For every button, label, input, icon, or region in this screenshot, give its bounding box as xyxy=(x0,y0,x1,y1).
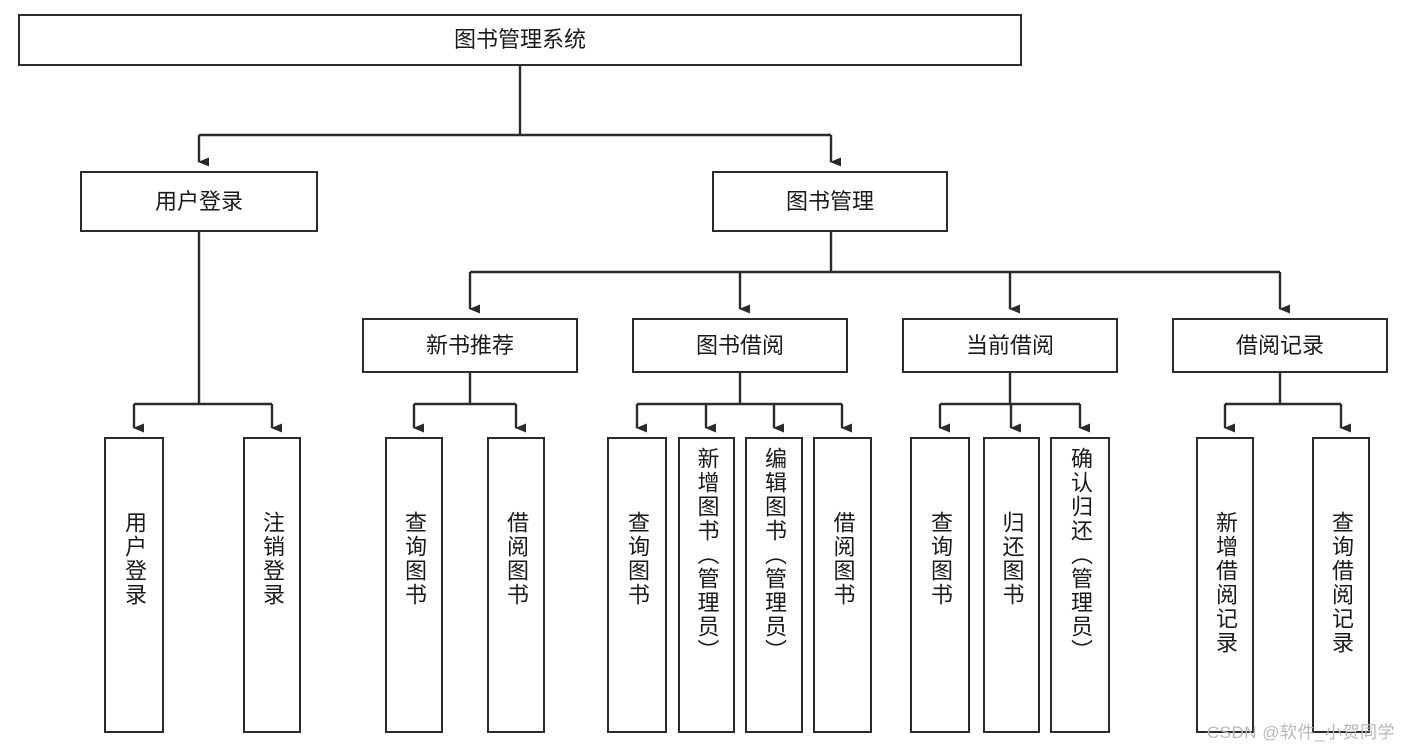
node-leaf-user-login[interactable]: 用户登录 xyxy=(104,437,164,733)
node-book-management[interactable]: 图书管理 xyxy=(712,171,948,232)
node-label: 图书管理 xyxy=(785,188,874,214)
node-leaf-query-book-borrow[interactable]: 查询图书 xyxy=(607,437,667,733)
node-leaf-borrow-book-recommend[interactable]: 借阅图书 xyxy=(487,437,545,733)
node-label: 借阅图书 xyxy=(504,511,529,607)
node-label: 新增借阅记录 xyxy=(1213,511,1238,655)
node-leaf-query-borrow-record[interactable]: 查询借阅记录 xyxy=(1312,437,1370,733)
node-leaf-return-book[interactable]: 归还图书 xyxy=(983,437,1040,733)
node-label: 查询图书 xyxy=(625,511,650,607)
node-leaf-edit-book-admin[interactable]: 编辑图书（管理员） xyxy=(745,437,803,733)
node-user-login[interactable]: 用户登录 xyxy=(80,171,318,232)
node-label: 注销登录 xyxy=(260,511,285,607)
node-leaf-confirm-return-admin[interactable]: 确认归还（管理员） xyxy=(1050,437,1110,733)
node-leaf-logout-login[interactable]: 注销登录 xyxy=(243,437,301,733)
node-label: 当前借阅 xyxy=(965,332,1054,358)
node-label: 借阅记录 xyxy=(1235,332,1324,358)
node-label: 用户登录 xyxy=(154,188,243,214)
node-leaf-add-borrow-record[interactable]: 新增借阅记录 xyxy=(1196,437,1254,733)
node-label: 新书推荐 xyxy=(425,332,514,358)
node-label: 确认归还（管理员） xyxy=(1068,447,1093,663)
node-label: 查询图书 xyxy=(402,511,427,607)
node-leaf-query-book-recommend[interactable]: 查询图书 xyxy=(385,437,443,733)
node-current-borrow[interactable]: 当前借阅 xyxy=(902,318,1118,373)
node-label: 用户登录 xyxy=(122,511,147,607)
node-label: 借阅图书 xyxy=(830,511,856,607)
node-new-book-recommend[interactable]: 新书推荐 xyxy=(362,318,578,373)
node-leaf-borrow-book[interactable]: 借阅图书 xyxy=(813,437,872,733)
node-label: 图书管理系统 xyxy=(453,27,586,53)
node-root-system[interactable]: 图书管理系统 xyxy=(18,14,1022,66)
node-label: 新增图书（管理员） xyxy=(694,447,720,663)
node-label: 图书借阅 xyxy=(695,332,784,358)
node-label: 归还图书 xyxy=(999,511,1025,607)
node-label: 查询图书 xyxy=(928,511,953,607)
csdn-watermark: CSDN @软件_小贺同学 xyxy=(1206,723,1395,742)
node-borrow-records[interactable]: 借阅记录 xyxy=(1172,318,1388,373)
node-label: 查询借阅记录 xyxy=(1329,511,1354,655)
node-book-borrow[interactable]: 图书借阅 xyxy=(632,318,848,373)
node-leaf-add-book-admin[interactable]: 新增图书（管理员） xyxy=(678,437,735,733)
node-label: 编辑图书（管理员） xyxy=(762,447,787,663)
node-leaf-query-book-current[interactable]: 查询图书 xyxy=(910,437,970,733)
